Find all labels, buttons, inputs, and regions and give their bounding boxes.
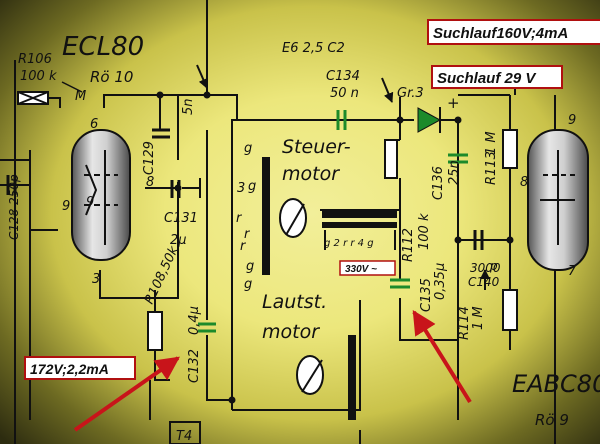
label-c132: C132 [187,349,202,383]
pin-15: g [248,179,256,194]
capacitor-symbols-black [6,128,484,250]
label-r106: R106 [18,52,52,67]
voltage-330-label: 330V ~ [345,264,377,275]
laut-coil-core [348,335,356,420]
lautstmotor-line2: motor [262,321,320,343]
label-c135: C135 [419,278,434,312]
pin-7: g [244,141,252,156]
label-r113v: 1 M [484,131,499,155]
label-gr3: Gr.3 [397,86,424,101]
pin-6: 7 [568,264,577,279]
pin-5: 9 [568,113,576,128]
label-p: p [489,259,498,273]
label-r114: R114 [457,306,472,340]
ecl80-title: ECL80 [62,32,144,62]
suchlauf-29-label: Suchlauf 29 V [437,70,537,87]
pin-14: r [240,239,247,254]
label-plus: + [447,94,460,112]
label-coil: g 2 r r 4 g [324,238,374,249]
label-t4: T4 [176,429,192,444]
eabc80-ref: Rö 9 [535,411,569,429]
pin-1: 9 [62,199,70,214]
ecl80-ref: Rö 10 [90,68,133,86]
label-m: M [75,89,86,104]
suchlauf-160-label: Suchlauf160V;4mA [433,25,568,42]
pin-2: 8 [146,175,154,190]
label-c128: C128 250p [7,174,21,240]
lautstmotor-line1: Lautst. [262,291,327,313]
pin-13: g [246,259,254,274]
label-r106v: 100 k [20,69,57,84]
label-r112: R112 [401,228,416,262]
voltage-172-label: 172V;2,2mA [30,361,109,377]
steuer-coil-core [262,157,270,275]
label-c131v: 2µ [170,233,187,248]
junction-dots [156,91,514,404]
ecl80-tube [71,129,131,261]
steuermotor-line1: Steuer- [282,136,351,158]
label-c129v: 5n [181,98,196,115]
lautstmotor-symbol [296,355,324,395]
pin-4: 8 [520,175,528,190]
pin-11: g [244,277,252,292]
red-arrows [73,309,472,432]
label-c136: C136 [431,166,446,200]
pin-9: r [236,211,243,226]
pin-3: 3 [92,272,100,287]
label-c135v: 0,35µ [433,263,448,300]
label-c134: C134 [326,69,360,84]
label-boxes [24,19,600,380]
label-r113: R113 [484,151,499,185]
eabc80-tube [527,129,589,271]
label-e62: E6 2,5 C2 [282,41,345,56]
label-c140: 3000 [470,261,501,275]
resistor-symbols [147,129,518,351]
label-c132v: 0,4µ [187,306,202,335]
label-c131: C131 [164,211,198,226]
t4-box [169,421,201,444]
steuermotor-symbol [279,198,307,238]
eabc80-title: EABC80 [512,370,600,398]
pin-10: r [244,227,251,242]
steuermotor-line2: motor [282,163,340,185]
pin-8: 3 [237,181,245,196]
pin-0: 6 [90,117,98,132]
label-r114v: 1 M [471,306,486,330]
label-r112v: 100 k [417,213,432,250]
pin-12: 9 [86,195,94,210]
capacitor-symbols [198,110,468,333]
label-c134v: 50 n [330,86,359,101]
label-c136v: 25n [447,160,462,185]
label-c140n: C140 [468,275,500,289]
diode-gr3 [417,107,442,133]
r106-symbol [17,91,49,105]
label-c129: C129 [142,141,157,175]
